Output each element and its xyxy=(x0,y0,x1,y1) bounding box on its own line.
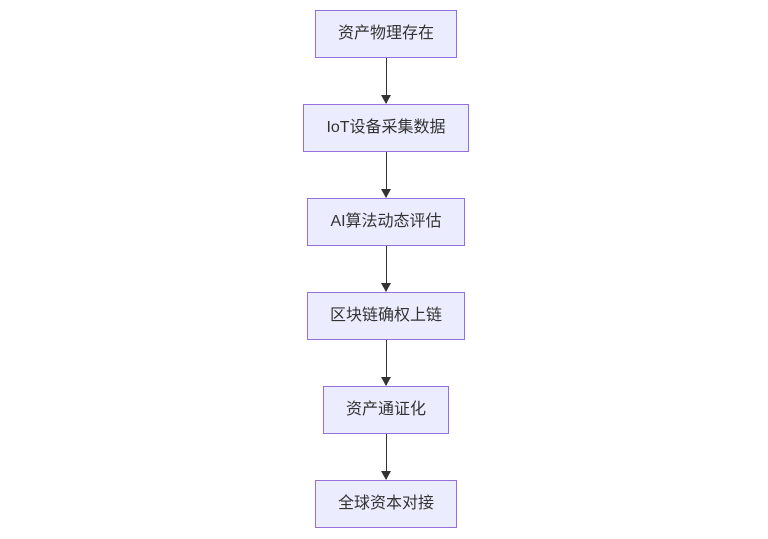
flow-node-label: 资产物理存在 xyxy=(337,25,434,42)
flow-node-label: AI算法动态评估 xyxy=(330,213,442,230)
flow-arrow xyxy=(380,58,392,104)
flow-arrow xyxy=(380,340,392,386)
arrow-head-icon xyxy=(381,283,391,292)
flow-node-global-capital: 全球资本对接 xyxy=(314,480,457,528)
flow-node-label: IoT设备采集数据 xyxy=(326,119,446,136)
flow-node-iot-data: IoT设备采集数据 xyxy=(303,104,469,152)
arrow-head-icon xyxy=(381,377,391,386)
arrow-line xyxy=(385,152,387,197)
arrow-head-icon xyxy=(381,189,391,198)
flow-node-asset-exists: 资产物理存在 xyxy=(314,10,457,58)
flow-node-tokenization: 资产通证化 xyxy=(322,386,449,434)
flow-arrow xyxy=(380,246,392,292)
arrow-head-icon xyxy=(381,95,391,104)
flow-node-blockchain-onchain: 区块链确权上链 xyxy=(306,292,465,340)
flow-arrow xyxy=(380,152,392,198)
arrow-line xyxy=(385,246,387,291)
flow-node-label: 全球资本对接 xyxy=(337,495,434,512)
arrow-line xyxy=(385,340,387,385)
arrow-line xyxy=(385,434,387,479)
arrow-head-icon xyxy=(381,471,391,480)
arrow-line xyxy=(385,58,387,103)
flow-arrow xyxy=(380,434,392,480)
flow-node-ai-evaluation: AI算法动态评估 xyxy=(307,198,465,246)
flow-node-label: 资产通证化 xyxy=(345,401,426,418)
flow-node-label: 区块链确权上链 xyxy=(329,307,442,324)
